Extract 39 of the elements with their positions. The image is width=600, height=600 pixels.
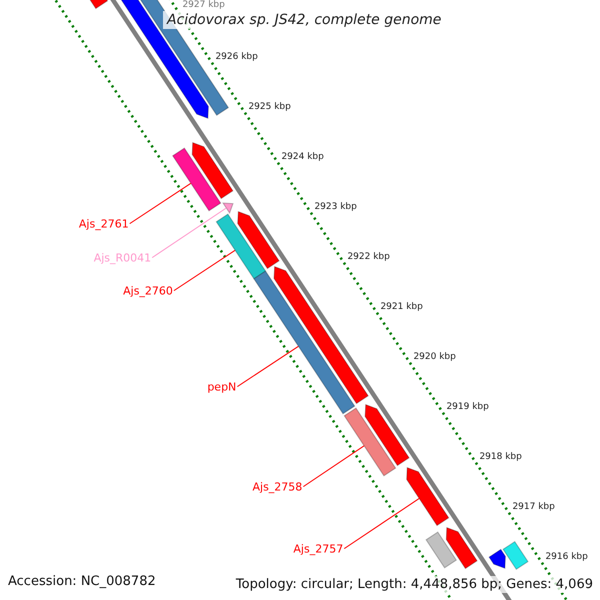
gene-block xyxy=(406,466,450,526)
gene-label: pepN xyxy=(207,380,236,394)
scale-label: 2923 kbp xyxy=(314,202,357,212)
gene-block xyxy=(364,404,410,466)
scale-label: 2916 kbp xyxy=(545,552,588,562)
gene-block xyxy=(237,210,280,270)
gene-block xyxy=(274,266,369,404)
gene-bar xyxy=(216,213,266,280)
gene-block xyxy=(488,548,506,570)
leader-line xyxy=(173,250,236,292)
scale-label: 2922 kbp xyxy=(347,252,390,262)
gene-block xyxy=(446,526,478,570)
scale-label: 2924 kbp xyxy=(281,152,324,162)
scale-label: 2918 kbp xyxy=(479,452,522,462)
accession-text: Accession: NC_008782 xyxy=(8,574,156,589)
leader-line xyxy=(152,208,227,258)
scale-label: 2925 kbp xyxy=(248,102,291,112)
scale-label: 2917 kbp xyxy=(512,502,555,512)
gene-label: Ajs_2758 xyxy=(252,480,302,494)
scale-label: 2921 kbp xyxy=(380,302,423,312)
leader-line xyxy=(302,445,365,488)
gene-bar xyxy=(172,147,222,212)
gene-block xyxy=(192,142,234,200)
leader-line xyxy=(236,346,299,388)
scale-label: 2919 kbp xyxy=(446,402,489,412)
gene-bar xyxy=(425,531,457,568)
leader-line xyxy=(344,498,420,550)
scale-label: 2927 kbp xyxy=(182,0,225,10)
scale-label: 2926 kbp xyxy=(215,52,258,62)
gene-bar xyxy=(253,270,356,414)
gene-label: Ajs_2761 xyxy=(78,217,129,230)
scale-label: 2920 kbp xyxy=(413,352,456,362)
gene-bar xyxy=(344,407,396,476)
gene-label: Ajs_R0041 xyxy=(94,251,152,264)
gene-marker xyxy=(222,202,234,214)
gene-bar xyxy=(502,540,529,570)
gene-label: Ajs_2757 xyxy=(293,542,344,556)
leader-line xyxy=(129,182,192,224)
gene-label: Ajs_2760 xyxy=(123,284,173,298)
